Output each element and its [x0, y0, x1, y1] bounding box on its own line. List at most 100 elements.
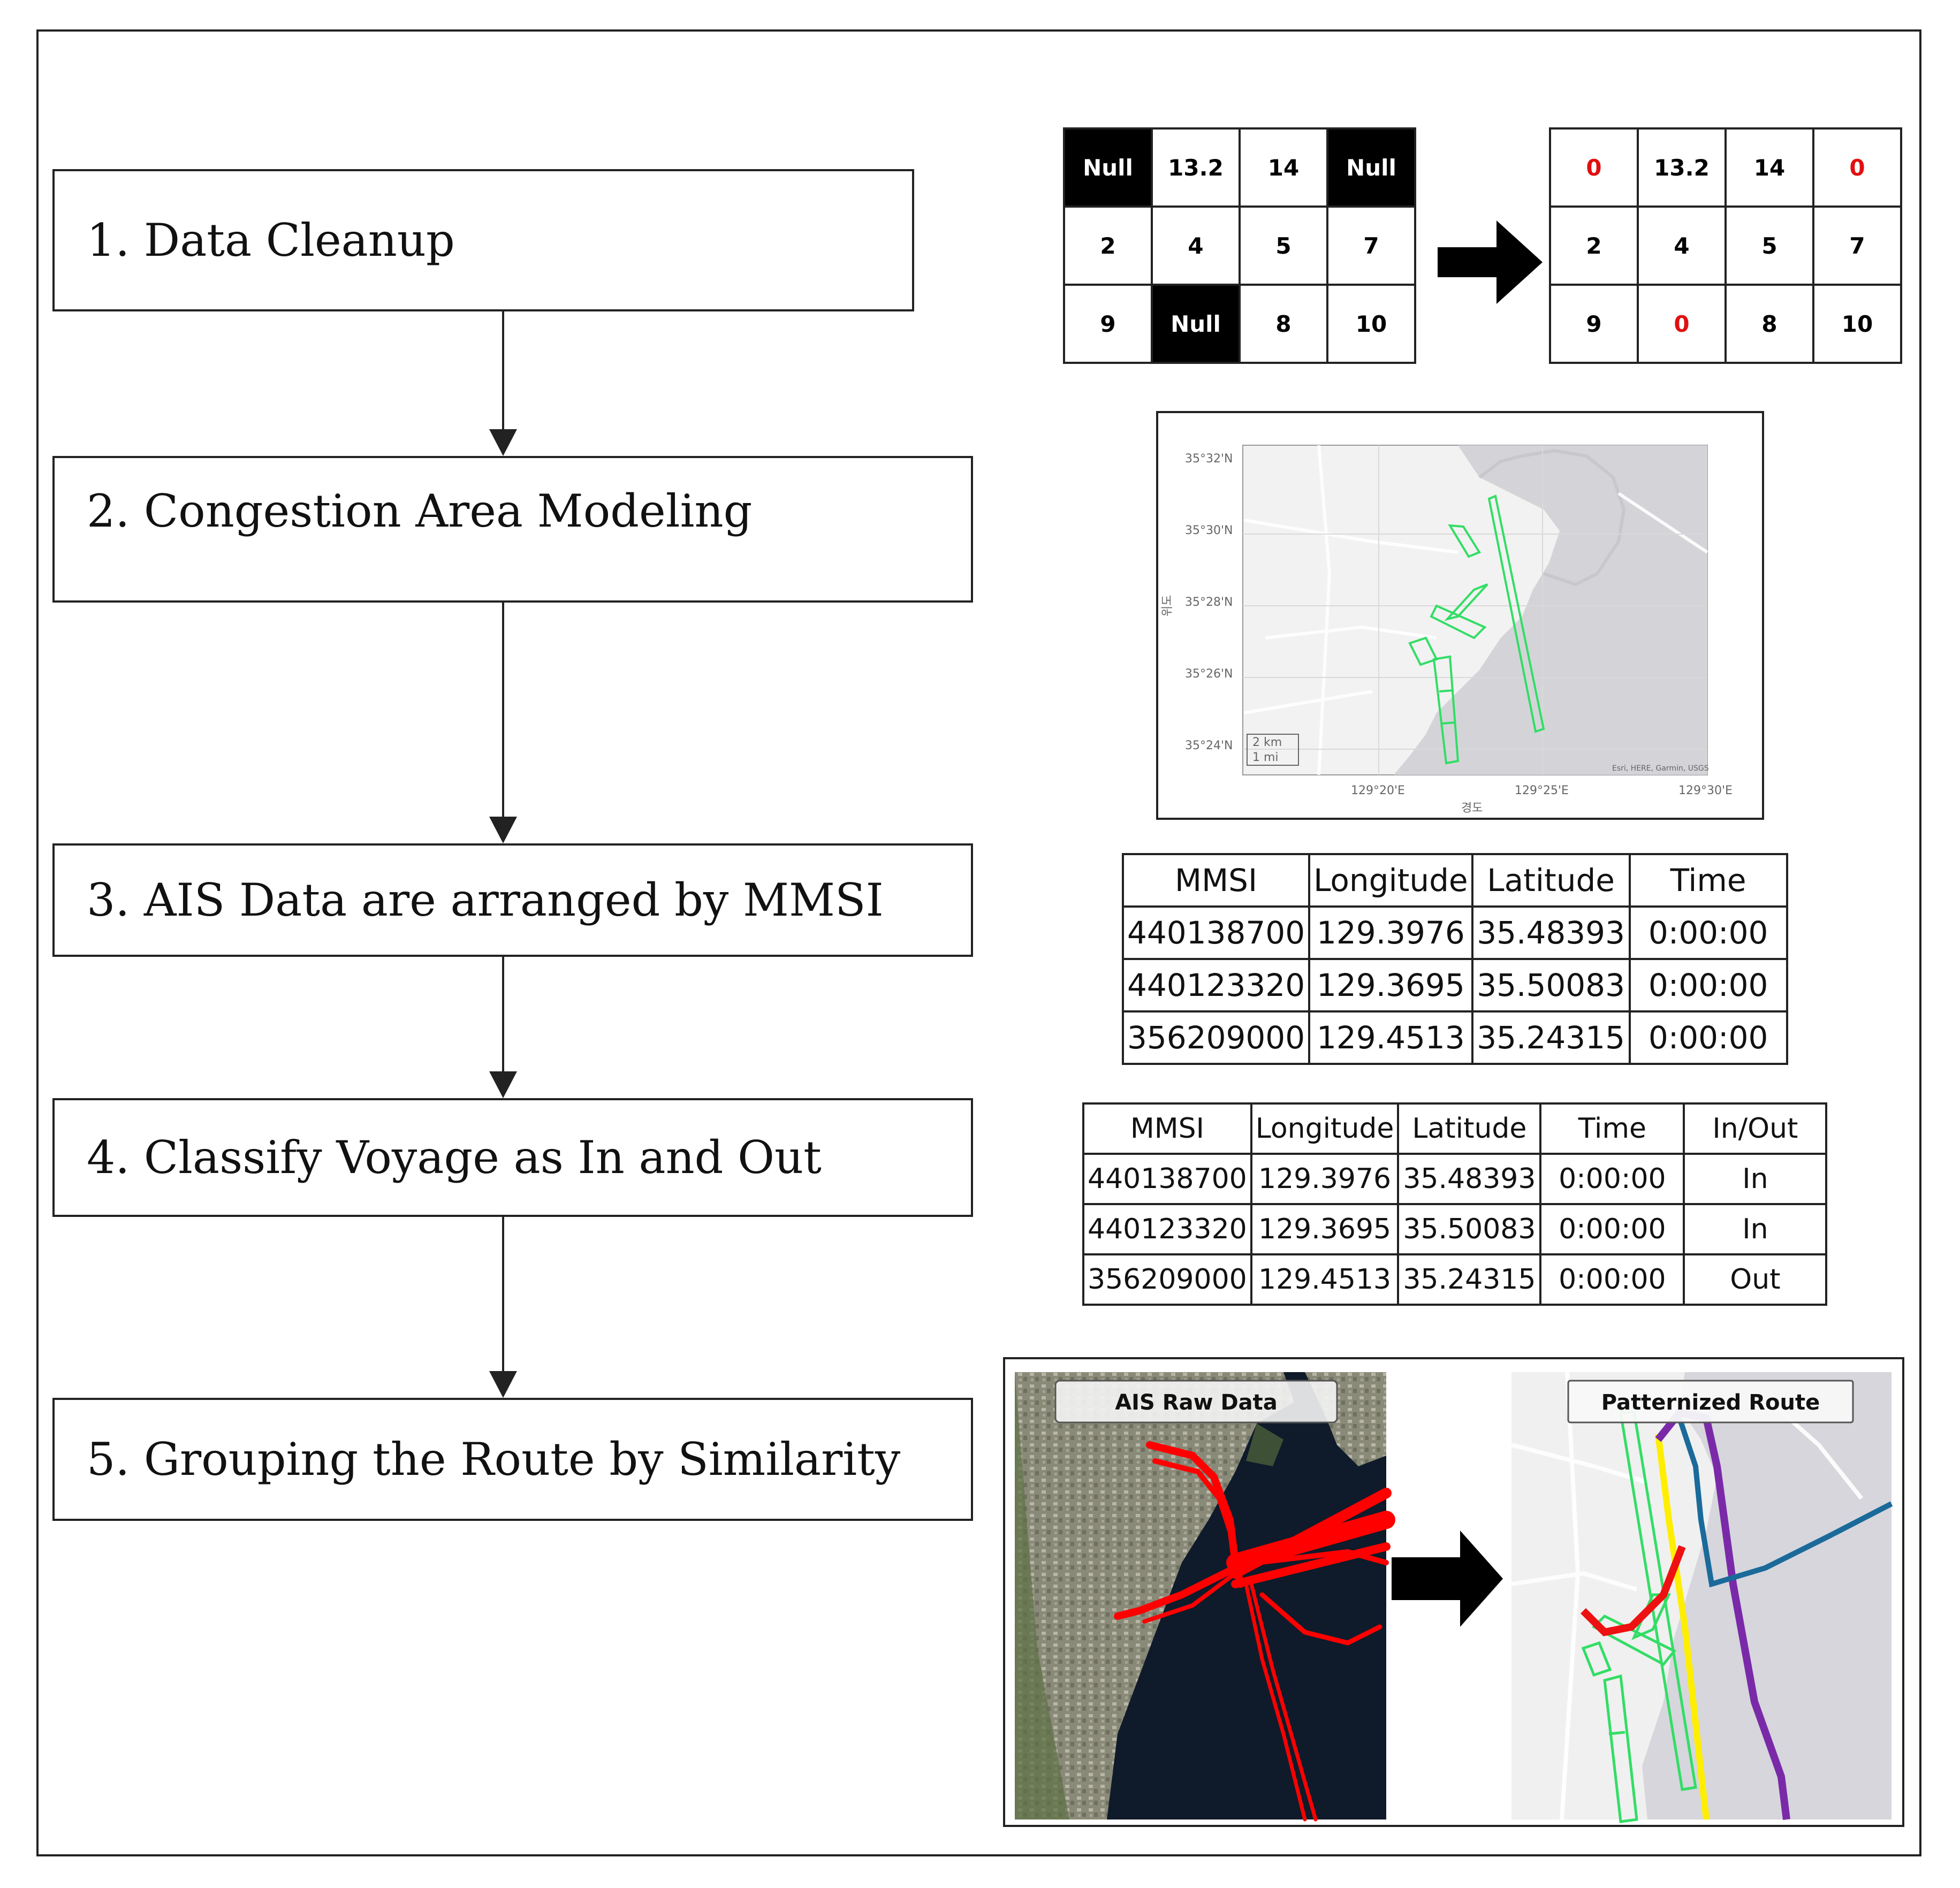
column-header: Time	[1628, 853, 1788, 908]
grid-cell: 8	[1725, 284, 1814, 364]
table-cell: 129.3695	[1250, 1203, 1400, 1255]
table-cell: 129.4513	[1250, 1253, 1400, 1306]
step-data-cleanup: 1. Data Cleanup	[52, 169, 914, 311]
grid-cell: 13.2	[1637, 127, 1727, 208]
table-cell: 0:00:00	[1539, 1203, 1685, 1255]
flow-arrow-line	[502, 957, 504, 1072]
column-header: Latitude	[1471, 853, 1631, 908]
grid-cell: 5	[1239, 205, 1328, 286]
grid-after-cleanup: 0 13.2 14 0 2 4 5 7 9 0 8 10	[1549, 127, 1902, 364]
table-row: 440138700 129.3976 35.48393 0:00:00	[1121, 905, 1788, 960]
column-header: Time	[1539, 1102, 1685, 1155]
patternized-route-label: Patternized Route	[1601, 1390, 1820, 1415]
lat-tick: 35°30'N	[1185, 524, 1233, 537]
table-cell: 35.24315	[1471, 1010, 1631, 1065]
table-cell: 0:00:00	[1628, 1010, 1788, 1065]
lon-tick: 129°20'E	[1351, 784, 1405, 797]
table-cell: 356209000	[1082, 1253, 1252, 1306]
grid-cell: 0	[1549, 127, 1639, 208]
route-red	[1581, 1545, 1686, 1636]
table-cell: 129.3695	[1308, 958, 1473, 1012]
grid-cell: Null	[1151, 284, 1241, 364]
lat-tick: 35°24'N	[1185, 739, 1233, 752]
grid-cell: 2	[1549, 205, 1639, 286]
cleanup-arrow	[1438, 220, 1543, 304]
table-row: 440123320 129.3695 35.50083 0:00:00 In	[1082, 1203, 1828, 1255]
flow-arrow-head	[489, 1371, 517, 1398]
table-cell: 0:00:00	[1628, 958, 1788, 1012]
table-cell: 440138700	[1121, 905, 1311, 960]
route-grouping-panel: AIS Raw Data Patternized Route	[1003, 1357, 1904, 1827]
step-label: 3. AIS Data are arranged by MMSI	[87, 874, 884, 926]
table-cell: 35.50083	[1397, 1203, 1542, 1255]
flow-arrow-head	[489, 1071, 517, 1098]
table-cell: 129.4513	[1308, 1010, 1473, 1065]
in-out-table: MMSI Longitude Latitude Time In/Out 4401…	[1082, 1102, 1828, 1306]
table-row: 356209000 129.4513 35.24315 0:00:00	[1121, 1010, 1788, 1065]
map-xlabel: 경도	[1461, 802, 1483, 815]
grid-cell: 7	[1326, 205, 1416, 286]
scale-mi: 1 mi	[1252, 751, 1279, 764]
scale-km: 2 km	[1252, 736, 1282, 749]
step-congestion-area-modeling: 2. Congestion Area Modeling	[52, 456, 973, 603]
figure-frame	[36, 29, 1921, 1856]
flow-arrow-head	[489, 817, 517, 843]
congestion-map: 2 km 1 mi Esri, HERE, Garmin, USGS 35°32…	[1161, 445, 1733, 815]
lon-tick: 129°30'E	[1678, 784, 1733, 797]
route-grouping-figure: AIS Raw Data Patternized Route	[1015, 1372, 1893, 1823]
lon-tick: 129°25'E	[1515, 784, 1569, 797]
grid-cell: 10	[1326, 284, 1416, 364]
table-cell: 440123320	[1082, 1203, 1252, 1255]
grid-cell: 5	[1725, 205, 1814, 286]
table-cell: In	[1683, 1153, 1828, 1205]
flow-arrow-head	[489, 429, 517, 456]
grid-cell: 9	[1063, 284, 1153, 364]
map-attribution: Esri, HERE, Garmin, USGS	[1612, 764, 1709, 773]
mmsi-table: MMSI Longitude Latitude Time 440138700 1…	[1121, 853, 1788, 1065]
grid-cell: 7	[1812, 205, 1902, 286]
grid-cell: 10	[1812, 284, 1902, 364]
step-label: 1. Data Cleanup	[87, 214, 455, 267]
grid-cell: 8	[1239, 284, 1328, 364]
flow-arrow-line	[502, 603, 504, 818]
lat-tick: 35°26'N	[1185, 667, 1233, 681]
table-cell: 35.48393	[1471, 905, 1631, 960]
routes-arrow	[1392, 1531, 1503, 1627]
congestion-map-panel: 2 km 1 mi Esri, HERE, Garmin, USGS 35°32…	[1156, 411, 1764, 820]
table-header-row: MMSI Longitude Latitude Time	[1121, 853, 1788, 908]
step-label: 2. Congestion Area Modeling	[87, 485, 753, 537]
column-header: In/Out	[1683, 1102, 1828, 1155]
grid-cell: 14	[1239, 127, 1328, 208]
lat-tick: 35°28'N	[1185, 596, 1233, 609]
table-cell: Out	[1683, 1253, 1828, 1306]
table-header-row: MMSI Longitude Latitude Time In/Out	[1082, 1102, 1828, 1155]
grid-before-cleanup: Null 13.2 14 Null 2 4 5 7 9 Null 8 10	[1063, 127, 1416, 364]
grid-cell: 4	[1637, 205, 1727, 286]
table-row: 440138700 129.3976 35.48393 0:00:00 In	[1082, 1153, 1828, 1205]
route-blue	[1677, 1417, 1893, 1588]
grid-cell: Null	[1326, 127, 1416, 208]
table-row: 440123320 129.3695 35.50083 0:00:00	[1121, 958, 1788, 1012]
step-label: 5. Grouping the Route by Similarity	[87, 1433, 901, 1486]
table-cell: 129.3976	[1250, 1153, 1400, 1205]
route-yellow	[1655, 1434, 1710, 1820]
step-arrange-by-mmsi: 3. AIS Data are arranged by MMSI	[52, 843, 973, 957]
table-cell: 0:00:00	[1539, 1253, 1685, 1306]
grid-cell: 13.2	[1151, 127, 1241, 208]
table-cell: In	[1683, 1203, 1828, 1255]
table-row: 356209000 129.4513 35.24315 0:00:00 Out	[1082, 1253, 1828, 1306]
raw-tracks	[1114, 1441, 1395, 1822]
column-header: MMSI	[1121, 853, 1311, 908]
column-header: Longitude	[1250, 1102, 1400, 1155]
map-ylabel: 위도	[1161, 595, 1174, 616]
grid-cell: 14	[1725, 127, 1814, 208]
table-cell: 0:00:00	[1628, 905, 1788, 960]
table-cell: 440138700	[1082, 1153, 1252, 1205]
table-cell: 35.48393	[1397, 1153, 1542, 1205]
table-cell: 35.24315	[1397, 1253, 1542, 1306]
column-header: MMSI	[1082, 1102, 1252, 1155]
grid-cell: Null	[1063, 127, 1153, 208]
step-grouping-route: 5. Grouping the Route by Similarity	[52, 1398, 973, 1521]
table-cell: 356209000	[1121, 1010, 1311, 1065]
raw-data-label: AIS Raw Data	[1115, 1390, 1278, 1415]
